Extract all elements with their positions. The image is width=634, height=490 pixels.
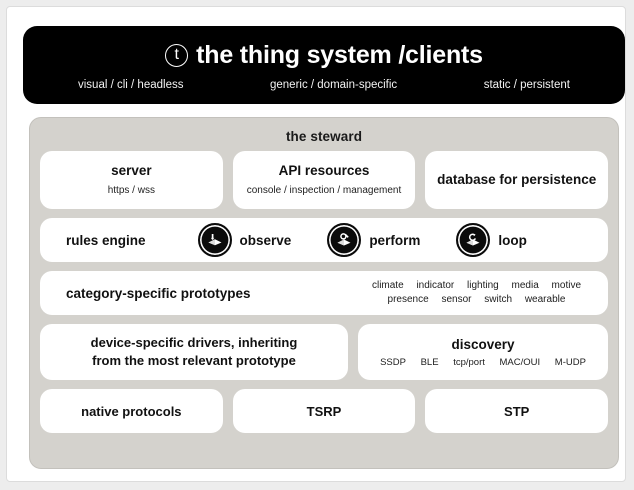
discovery-tag-tcp-port: tcp/port	[453, 356, 485, 368]
prototype-tag-motive: motive	[551, 279, 581, 291]
prototypes-row: category-specific prototypes climate ind…	[40, 271, 608, 315]
prototype-tags-line1: climate indicator lighting media motive	[367, 279, 586, 294]
clients-subtitle-generic: generic / domain-specific	[269, 79, 398, 91]
clients-subtitle-row: visual / cli / headless generic / domain…	[78, 79, 570, 91]
prototype-tag-presence: presence	[387, 294, 429, 305]
clients-block: t the thing system /clients visual / cli…	[23, 26, 625, 104]
discovery-card: discovery SSDP BLE tcp/port MAC/OUI M-UD…	[358, 324, 608, 380]
drivers-line1: device-specific drivers, inheriting	[90, 335, 298, 351]
service-card-database: database for persistence	[425, 151, 609, 209]
clients-subtitle-visual: visual / cli / headless	[78, 79, 184, 91]
protocol-stp-label: STP	[504, 403, 530, 419]
drivers-discovery-row: device-specific drivers, inheriting from…	[40, 324, 608, 380]
discovery-tag-m-udp: M-UDP	[554, 356, 586, 368]
prototype-tag-wearable: wearable	[524, 294, 566, 305]
prototype-tag-sensor: sensor	[441, 294, 472, 305]
clients-title: t the thing system /clients	[165, 41, 483, 70]
rules-stage-loop-label: loop	[498, 232, 527, 248]
steward-title: the steward	[285, 129, 363, 144]
rules-stage-loop: loop	[456, 223, 527, 257]
discovery-title: discovery	[451, 336, 515, 352]
discovery-tag-ble: BLE	[420, 356, 439, 368]
protocol-card-native: native protocols	[40, 389, 223, 433]
rules-stage-perform-label: perform	[369, 232, 421, 248]
diagram-page: t the thing system /clients visual / cli…	[6, 6, 626, 482]
rules-engine-row: rules engine observe	[40, 218, 608, 262]
drivers-line2: from the most relevant prototype	[92, 353, 296, 368]
rules-engine-label: rules engine	[66, 232, 146, 248]
server-subtitle: https / wss	[107, 185, 155, 197]
prototypes-card: category-specific prototypes climate ind…	[40, 271, 608, 315]
prototype-tags-line2: presence sensor switch wearable	[367, 293, 586, 308]
clients-subtitle-static: static / persistent	[483, 79, 570, 91]
prototype-tags: climate indicator lighting media motive …	[367, 279, 586, 308]
rules-engine-card: rules engine observe	[40, 218, 608, 262]
loop-icon	[456, 223, 491, 257]
api-resources-title: API resources	[278, 162, 370, 178]
discovery-tag-ssdp: SSDP	[380, 356, 406, 368]
observe-icon	[197, 223, 232, 257]
thing-system-logo-icon: t	[165, 44, 189, 67]
service-card-server: server https / wss	[40, 151, 223, 209]
logo-letter: t	[174, 45, 179, 63]
prototype-tag-climate: climate	[371, 279, 404, 291]
prototype-tag-indicator: indicator	[416, 279, 455, 291]
rules-stage-perform: perform	[327, 223, 420, 257]
prototype-tag-media: media	[511, 279, 539, 291]
prototype-tag-lighting: lighting	[467, 279, 499, 291]
protocols-row: native protocols TSRP STP	[40, 389, 609, 433]
database-title: database for persistence	[437, 171, 597, 187]
steward-panel: the steward server https / wss API resou…	[29, 117, 619, 469]
clients-title-text: the thing system /clients	[196, 41, 483, 69]
discovery-tags: SSDP BLE tcp/port MAC/OUI M-UDP	[374, 357, 592, 368]
protocol-card-tsrp: TSRP	[232, 389, 416, 433]
rules-stage-observe: observe	[197, 223, 292, 257]
protocol-native-label: native protocols	[81, 403, 182, 419]
services-row: server https / wss API resources console…	[40, 151, 609, 209]
prototype-tag-switch: switch	[484, 294, 513, 305]
server-title: server	[111, 162, 152, 178]
rules-stage-observe-label: observe	[239, 232, 292, 248]
drivers-card: device-specific drivers, inheriting from…	[40, 324, 348, 380]
discovery-tag-mac-oui: MAC/OUI	[499, 356, 541, 368]
prototypes-label: category-specific prototypes	[66, 285, 251, 301]
service-card-api-resources: API resources console / inspection / man…	[232, 151, 416, 209]
protocol-tsrp-label: TSRP	[306, 403, 342, 419]
api-resources-subtitle: console / inspection / management	[246, 185, 402, 197]
protocol-card-stp: STP	[425, 389, 609, 433]
perform-icon	[327, 223, 362, 257]
